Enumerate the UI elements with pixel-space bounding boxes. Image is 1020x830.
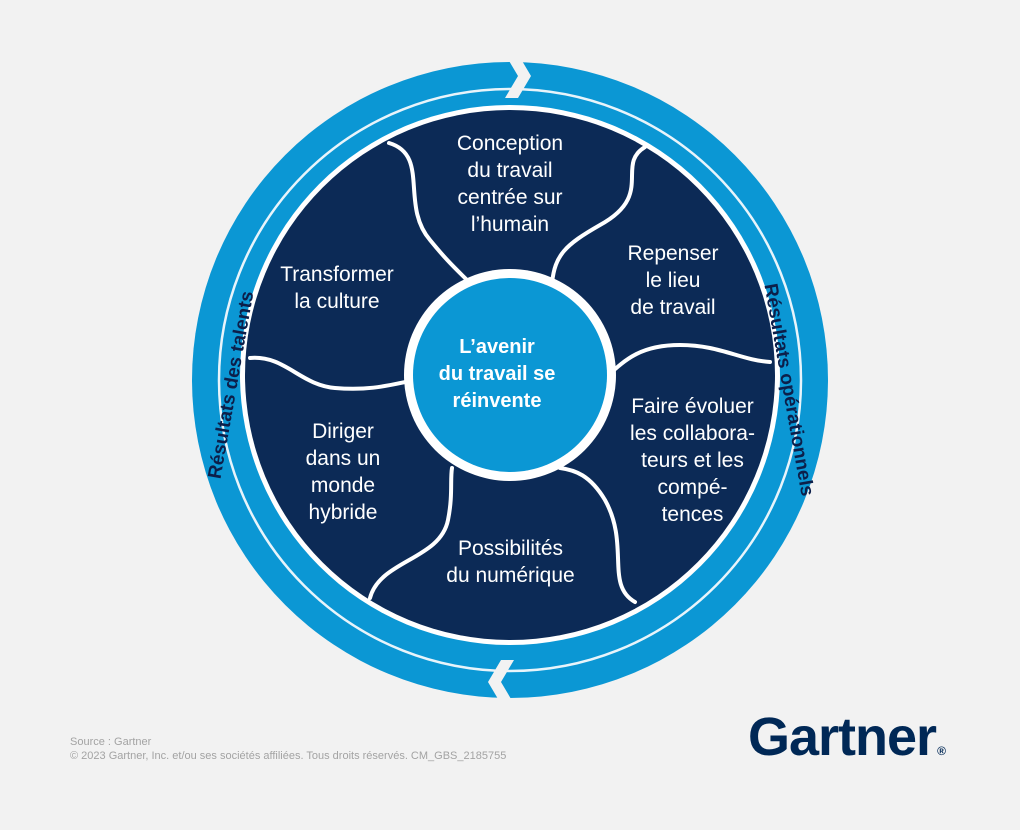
segment-label-hybrid-leadership: Diriger dans un monde hybride bbox=[305, 420, 381, 524]
divider-2 bbox=[550, 145, 647, 285]
segment-dividers bbox=[248, 141, 772, 604]
gartner-logo: Gartner® bbox=[748, 702, 946, 786]
divider-4 bbox=[558, 466, 637, 604]
copyright-line: © 2023 Gartner, Inc. et/ou ses sociétés … bbox=[70, 750, 507, 762]
ring-inner-line bbox=[217, 87, 803, 673]
segment-label-human-centric: Conception du travail centrée sur l’huma… bbox=[456, 132, 564, 236]
divider-1 bbox=[387, 141, 472, 285]
hub-title: L’avenir du travail se réinvente bbox=[438, 336, 556, 412]
registered-mark: ® bbox=[937, 744, 946, 758]
segment-label-workplace: Repenser le lieu de travail bbox=[627, 242, 719, 319]
segment-label-talent: Faire évoluer les collabora- teurs et le… bbox=[630, 395, 755, 526]
footer: Source : Gartner © 2023 Gartner, Inc. et… bbox=[70, 735, 506, 763]
divider-6 bbox=[248, 355, 417, 391]
segment-label-digital: Possibilités du numérique bbox=[446, 537, 575, 587]
gartner-wordmark: Gartner bbox=[748, 707, 937, 767]
segment-label-culture: Transformer la culture bbox=[280, 263, 394, 313]
ring-chevron-bottom bbox=[488, 660, 514, 704]
divider-3 bbox=[603, 342, 772, 380]
ring-chevron-top bbox=[505, 54, 531, 98]
source-line: Source : Gartner bbox=[70, 736, 152, 748]
hub-disk bbox=[413, 278, 607, 472]
divider-5 bbox=[368, 466, 454, 600]
